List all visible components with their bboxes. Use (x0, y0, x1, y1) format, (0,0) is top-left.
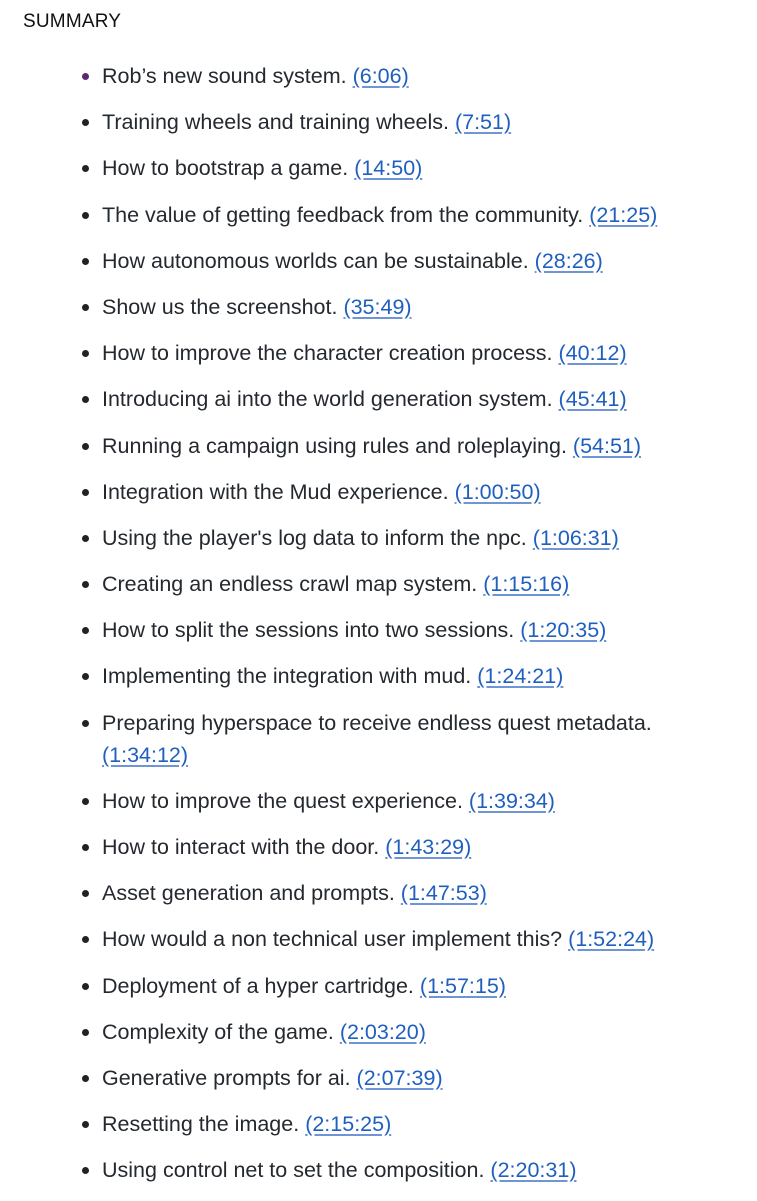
list-item: How to interact with the door. (1:43:29) (0, 831, 757, 863)
list-item: Generative prompts for ai. (2:07:39) (0, 1062, 757, 1094)
list-item: Resetting the image. (2:15:25) (0, 1108, 757, 1140)
list-item: How would a non technical user implement… (0, 923, 757, 955)
bullet-icon (82, 627, 89, 635)
list-item: How to improve the character creation pr… (0, 337, 757, 369)
list-item: Show us the screenshot. (35:49) (0, 291, 757, 323)
bullet-icon (82, 211, 89, 219)
item-text: Generative prompts for ai. (102, 1065, 351, 1090)
bullet-icon (82, 119, 89, 127)
bullet-icon (82, 982, 89, 990)
item-text: Complexity of the game. (102, 1019, 334, 1044)
list-item: How to split the sessions into two sessi… (0, 614, 757, 646)
timestamp-link[interactable]: (1:15:16) (483, 572, 570, 597)
timestamp-link[interactable]: (1:47:53) (400, 881, 487, 906)
bullet-icon (82, 673, 89, 681)
timestamp-link[interactable]: (7:51) (454, 110, 512, 135)
bullet-icon (82, 581, 89, 589)
summary-heading: SUMMARY (23, 11, 122, 32)
timestamp-link[interactable]: (21:25) (589, 202, 658, 227)
item-text: Rob’s new sound system. (102, 64, 347, 88)
item-text: Using control net to set the composition… (102, 1158, 485, 1183)
timestamp-link[interactable]: (45:41) (558, 387, 627, 412)
item-text: Introducing ai into the world generation… (102, 387, 553, 412)
list-item: How autonomous worlds can be sustainable… (0, 245, 757, 277)
item-text: How to bootstrap a game. (102, 156, 349, 181)
timestamp-link[interactable]: (1:52:24) (568, 927, 655, 952)
item-text: Preparing hyperspace to receive endless … (102, 710, 652, 735)
bullet-icon (82, 534, 89, 542)
timestamp-link[interactable]: (2:15:25) (305, 1112, 392, 1137)
list-item: Using control net to set the composition… (0, 1154, 757, 1186)
bullet-icon (82, 719, 89, 727)
bullet-icon (82, 797, 89, 805)
item-text: How autonomous worlds can be sustainable… (102, 248, 529, 273)
list-item: How to improve the quest experience. (1:… (0, 785, 757, 817)
bullet-icon (82, 1074, 89, 1082)
bullet-icon (82, 442, 89, 450)
timestamp-link[interactable]: (6:06) (352, 64, 409, 88)
item-text: How to improve the quest experience. (102, 788, 463, 813)
item-text: Training wheels and training wheels. (102, 110, 449, 135)
list-item: Asset generation and prompts. (1:47:53) (0, 877, 757, 909)
timestamp-link[interactable]: (1:39:34) (468, 788, 555, 813)
timestamp-link[interactable]: (1:43:29) (385, 835, 472, 859)
timestamp-link[interactable]: (1:57:15) (419, 973, 506, 998)
list-item: Using the player's log data to inform th… (0, 522, 757, 554)
timestamp-link[interactable]: (54:51) (572, 433, 642, 458)
bullet-icon (82, 1028, 89, 1036)
timestamp-link[interactable]: (35:49) (343, 294, 412, 319)
timestamp-link[interactable]: (1:00:50) (454, 479, 541, 504)
item-text: Using the player's log data to inform th… (102, 525, 527, 550)
item-text: How to split the sessions into two sessi… (102, 618, 515, 643)
list-item: Complexity of the game. (2:03:20) (0, 1016, 757, 1048)
bullet-icon (82, 303, 89, 311)
timestamp-link[interactable]: (2:03:20) (339, 1019, 426, 1044)
bullet-icon (82, 350, 89, 358)
list-item: Rob’s new sound system. (6:06) (0, 60, 757, 92)
bullet-icon (82, 165, 89, 173)
item-text: How would a non technical user implement… (102, 927, 563, 952)
timestamp-link[interactable]: (14:50) (354, 156, 423, 181)
bullet-icon (82, 257, 89, 265)
item-text: Creating an endless crawl map system. (102, 572, 478, 597)
item-text: How to interact with the door. (102, 835, 380, 859)
bullet-icon (82, 1121, 89, 1129)
list-item: Integration with the Mud experience. (1:… (0, 476, 757, 508)
list-item: How to bootstrap a game. (14:50) (0, 152, 757, 184)
summary-list: Rob’s new sound system. (6:06) Training … (0, 60, 757, 1201)
bullet-icon (82, 936, 89, 944)
timestamp-link[interactable]: (1:34:12) (102, 742, 189, 767)
item-text: Deployment of a hyper cartridge. (102, 973, 414, 998)
item-text: Show us the screenshot. (102, 294, 338, 319)
item-text: Resetting the image. (102, 1112, 300, 1137)
list-item: Running a campaign using rules and rolep… (0, 430, 757, 462)
item-text: Implementing the integration with mud. (102, 664, 472, 689)
item-text: Integration with the Mud experience. (102, 479, 449, 504)
list-item: Preparing hyperspace to receive endless … (0, 707, 757, 771)
item-text: How to improve the character creation pr… (102, 341, 553, 366)
bullet-icon (82, 396, 89, 404)
list-item: Training wheels and training wheels. (7:… (0, 106, 757, 138)
bullet-icon (82, 488, 89, 496)
list-item: Introducing ai into the world generation… (0, 383, 757, 415)
item-text: Running a campaign using rules and rolep… (102, 433, 567, 458)
list-item: Creating an endless crawl map system. (1… (0, 568, 757, 600)
bullet-icon (82, 1167, 89, 1175)
list-item: Implementing the integration with mud. (… (0, 660, 757, 692)
bullet-icon (82, 890, 89, 898)
list-item: Deployment of a hyper cartridge. (1:57:1… (0, 970, 757, 1002)
bullet-icon (82, 844, 89, 851)
list-item: The value of getting feedback from the c… (0, 199, 757, 231)
timestamp-link[interactable]: (2:07:39) (356, 1065, 443, 1090)
timestamp-link[interactable]: (1:24:21) (477, 664, 564, 689)
bullet-icon (82, 73, 89, 80)
item-text: The value of getting feedback from the c… (102, 202, 584, 227)
timestamp-link[interactable]: (28:26) (534, 248, 603, 273)
timestamp-link[interactable]: (1:20:35) (520, 618, 607, 643)
timestamp-link[interactable]: (2:20:31) (490, 1158, 577, 1183)
timestamp-link[interactable]: (1:06:31) (532, 525, 619, 550)
item-text: Asset generation and prompts. (102, 881, 395, 906)
timestamp-link[interactable]: (40:12) (558, 341, 627, 366)
